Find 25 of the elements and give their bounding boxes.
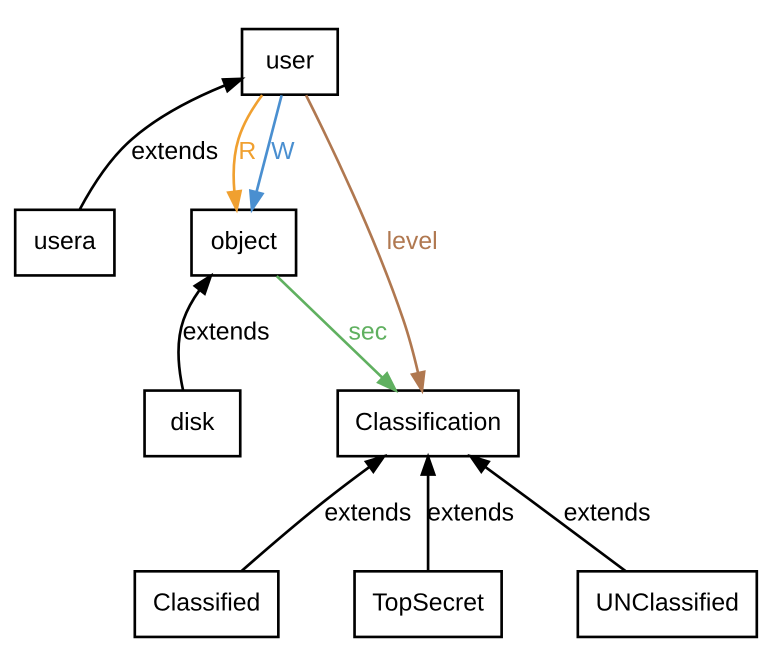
arrow [420,452,436,571]
node-box: object [190,208,298,277]
edge-label: R [238,138,256,165]
arrow [248,95,283,214]
arrow [177,272,214,391]
node-box: usera [14,208,116,277]
node-box: Classification [336,389,520,458]
node-box: Classified [133,570,280,638]
node-box: TopSecret [353,570,503,638]
edge-label: extends [131,138,218,165]
edge-label: W [271,138,294,165]
node-box: user [240,28,340,96]
arrow [240,454,388,572]
node-box: disk [143,389,242,458]
edge-label: extends [182,318,270,346]
edge-label: sec [348,318,388,346]
arrow [226,94,264,214]
edge-label: extends [324,499,412,526]
arrow [467,454,626,572]
arrow [304,94,426,394]
edge-label: extends [564,499,650,526]
node-box: UNClassified [576,570,758,638]
arrow [276,275,398,393]
arrow [78,77,246,210]
edge-label: level [386,228,438,256]
